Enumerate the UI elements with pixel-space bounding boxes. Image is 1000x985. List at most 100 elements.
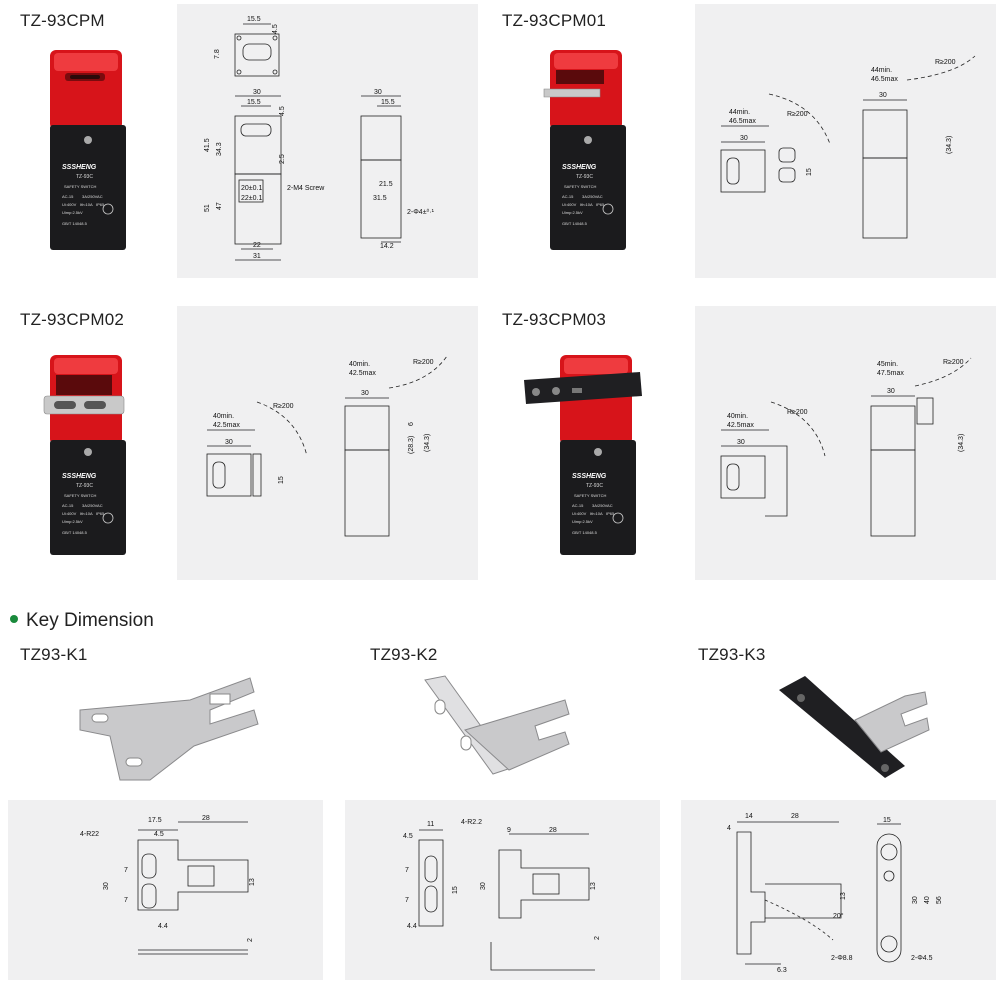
- spec-1a-2: AC-15: [562, 194, 574, 199]
- dim-side-155: 15.5: [381, 99, 395, 106]
- drawing-panel-tz93cpm03: 30 40min. 42.5max R≥200 30 45min. 47.5ma…: [695, 306, 996, 580]
- section-title: Key Dimension: [10, 610, 154, 632]
- spec-2b-4: Ith:10A: [590, 511, 603, 516]
- dim-side-hole: 2-Φ4±⁰·¹: [407, 208, 435, 216]
- dim-03-min-a: 40min.: [727, 413, 748, 420]
- dim-k3-h88: 2-Φ8.8: [831, 955, 853, 962]
- dim-k1-13: 13: [249, 878, 256, 886]
- dim-03-30a: 30: [737, 439, 745, 446]
- dim-front-51: 51: [204, 204, 211, 212]
- ce-mark-icon: [602, 203, 614, 215]
- key-title-k3: TZ93-K3: [698, 645, 766, 664]
- dim-k1-30: 30: [103, 882, 110, 890]
- dim-k1-44: 4.4: [158, 923, 168, 930]
- product-title-tz93cpm03: TZ-93CPM03: [502, 310, 607, 329]
- drawing-panel-tz93cpm01: 30 44min. 46.5max R≥200 15 30 44min. 46.…: [695, 4, 996, 278]
- dim-top-155: 15.5: [247, 16, 261, 23]
- key-photo-k3: [779, 676, 930, 778]
- dim-side-215: 21.5: [379, 181, 393, 188]
- spec-2a-3: Ui:400V: [62, 511, 77, 516]
- switch-photo-tz93cpm03: SSSHENG TZ-93C SAFETY SWITCH AC-15 3A/25…: [524, 355, 642, 555]
- dim-03-max-b: 47.5max: [877, 370, 904, 377]
- spec-2b-3: Ith:10A: [80, 511, 93, 516]
- dim-k3-28: 28: [791, 813, 799, 820]
- dim-03-r-a: R≥200: [787, 409, 808, 416]
- ce-mark-icon: [102, 203, 114, 215]
- std-label-3: GB/T 14048.5: [62, 530, 88, 535]
- model-label-3: TZ-93C: [76, 483, 93, 489]
- key-photo-k2: [424, 675, 570, 775]
- dim-k2-7b: 7: [405, 897, 409, 904]
- spec-2c-3: IP65: [96, 511, 105, 516]
- dim-01-15: 15: [806, 168, 813, 176]
- dim-front-47: 47: [216, 202, 223, 210]
- dim-top-78: 7.8: [214, 49, 221, 59]
- brand-label-4: SSSHENG: [572, 473, 607, 480]
- dim-front-155: 15.5: [247, 99, 261, 106]
- safety-label-4: SAFETY SWITCH: [574, 493, 606, 498]
- spec-1a-4: AC-15: [572, 503, 584, 508]
- dim-02-30b: 30: [361, 390, 369, 397]
- dim-k2-2: 2: [594, 936, 601, 940]
- dim-01-r-b: R≥200: [935, 59, 956, 66]
- drawing-panel-tz93cpm02: 30 40min. 42.5max R≥200 15 30 40min. 42.…: [177, 306, 478, 580]
- safety-label: SAFETY SWITCH: [64, 184, 96, 189]
- dim-k2-11: 11: [427, 821, 434, 828]
- dim-k1-7a: 7: [124, 867, 128, 874]
- key-photo-k1: [79, 677, 259, 781]
- dim-k3-63: 6.3: [777, 967, 787, 974]
- dim-k1-7b: 7: [124, 897, 128, 904]
- spec-2c: IP65: [96, 202, 105, 207]
- switch-photo-tz93cpm01: SSSHENG TZ-93C SAFETY SWITCH AC-15 3A/25…: [543, 50, 626, 250]
- dim-03-30b: 30: [887, 388, 895, 395]
- dim-k1-28: 28: [202, 815, 210, 822]
- spec-2b-2: Ith:10A: [580, 202, 593, 207]
- dim-03-343: (34.3): [958, 434, 965, 452]
- dim-screw: 2-M4 Screw: [287, 185, 325, 192]
- model-label-4: TZ-93C: [586, 483, 603, 489]
- dim-k3-30: 30: [912, 896, 919, 904]
- spec-1a: AC-15: [62, 194, 74, 199]
- dim-bottom-31: 31: [253, 253, 261, 260]
- dim-k2-r22: 4-R2.2: [461, 819, 482, 826]
- dim-top-45: 4.5: [272, 24, 279, 34]
- dim-side-30: 30: [374, 89, 382, 96]
- ce-mark-icon: [102, 512, 114, 524]
- dim-k1-175: 17.5: [148, 817, 162, 824]
- dim-k2-13: 13: [590, 882, 597, 890]
- dim-front-25: 2.5: [279, 154, 286, 164]
- dim-k2-44: 4.4: [407, 923, 417, 930]
- dim-bottom-22: 22: [253, 242, 261, 249]
- dim-02-min-a: 40min.: [213, 413, 234, 420]
- product-title-tz93cpm01: TZ-93CPM01: [502, 11, 607, 30]
- switch-photo-tz93cpm02: SSSHENG TZ-93C SAFETY SWITCH AC-15 3A/25…: [43, 355, 126, 555]
- dim-front-30: 30: [253, 89, 261, 96]
- spec-2c-4: IP65: [606, 511, 615, 516]
- spec-2c-2: IP65: [596, 202, 605, 207]
- dim-01-343: (34.3): [946, 136, 953, 154]
- dim-k3-14: 14: [745, 813, 753, 820]
- dim-front-45: 4.5: [279, 106, 286, 116]
- dim-02-min-b: 40min.: [349, 361, 370, 368]
- dim-front-22: 22±0.1: [241, 195, 262, 202]
- std-label-4: GB/T 14048.5: [572, 530, 598, 535]
- std-label: GB/T 14048.5: [62, 221, 88, 226]
- brand-label-2: SSSHENG: [562, 164, 597, 171]
- dim-02-max-a: 42.5max: [213, 422, 240, 429]
- dim-k1-r22: 4-R22: [80, 831, 99, 838]
- dim-03-min-b: 45min.: [877, 361, 898, 368]
- spec-3-4: Uimp:2.5kV: [572, 519, 593, 524]
- safety-label-2: SAFETY SWITCH: [564, 184, 596, 189]
- bullet-dot-icon: [10, 614, 18, 623]
- dim-k3-h45: 2-Φ4.5: [911, 955, 933, 962]
- spec-2b: Ith:10A: [80, 202, 93, 207]
- dim-k2-28: 28: [549, 827, 557, 834]
- brand-label: SSSHENG: [62, 164, 97, 171]
- dim-02-r-a: R≥200: [273, 403, 294, 410]
- dim-k1-45: 4.5: [154, 831, 164, 838]
- dim-01-r-a: R≥200: [787, 111, 808, 118]
- drawing-panel-k2: 11 4-R2.2 4.5 9 28 7 7 15 4.4 30 13 2: [345, 800, 660, 980]
- spec-1b-4: 3A/250VAC: [592, 503, 613, 508]
- product-title-tz93cpm: TZ-93CPM: [20, 11, 105, 30]
- brand-label-3: SSSHENG: [62, 473, 97, 480]
